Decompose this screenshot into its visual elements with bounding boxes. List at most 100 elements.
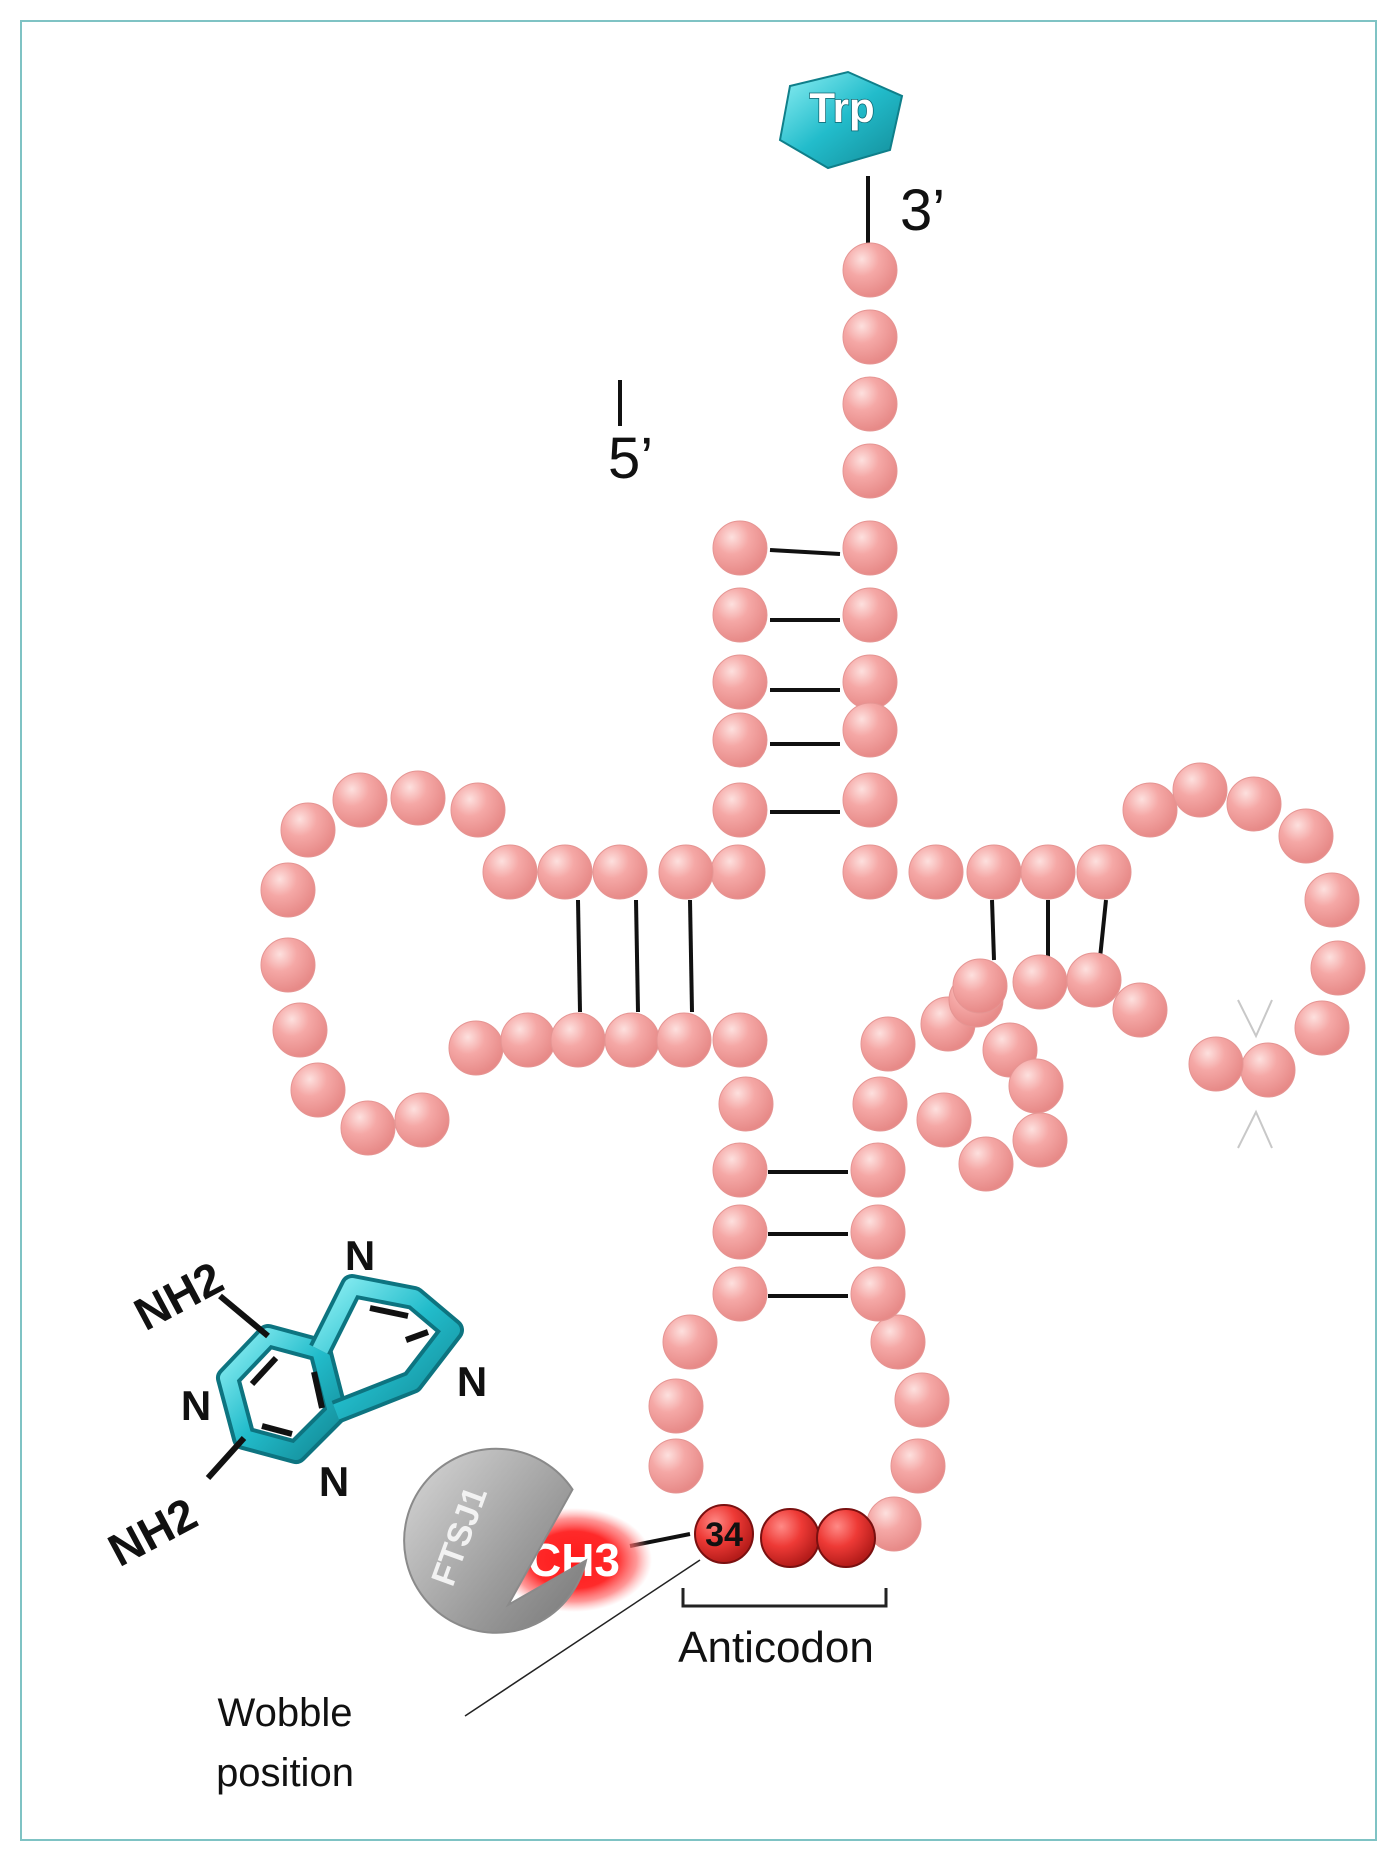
nucleotide-bead [1112, 982, 1168, 1038]
nucleotide-bead [450, 782, 506, 838]
nucleotide-bead [908, 844, 964, 900]
nucleotide-bead [1008, 1058, 1064, 1114]
nucleotide-bead [260, 937, 316, 993]
nucleotide-bead [1226, 776, 1282, 832]
nucleotide-bead [1066, 952, 1122, 1008]
nucleotide-bead [712, 520, 768, 576]
nucleotide-bead [1310, 940, 1366, 996]
nucleotide-bead [1278, 808, 1334, 864]
nucleotide-bead [958, 1136, 1014, 1192]
nucleotide-bead [712, 1266, 768, 1322]
nucleotide-bead [842, 772, 898, 828]
base-pair-line [576, 899, 582, 1013]
nucleotide-bead [280, 802, 336, 858]
nucleotide-bead [712, 654, 768, 710]
anticodon-nucleotides [694, 1504, 876, 1568]
n-top-label: N [345, 1232, 375, 1279]
nucleotide-bead [890, 1438, 946, 1494]
nucleotide-bead [712, 587, 768, 643]
nucleotide-bead [952, 958, 1008, 1014]
nucleotide-bead [1122, 782, 1178, 838]
nucleotide-bead [842, 844, 898, 900]
nucleotide-chain [260, 242, 1366, 1552]
nucleotide-bead [482, 844, 538, 900]
base-pair-line [688, 899, 694, 1013]
nucleotide-bead [1012, 954, 1068, 1010]
nucleotide-bead [1294, 1000, 1350, 1056]
n-bottom-label: N [319, 1458, 349, 1505]
figure-frame [20, 20, 1377, 1841]
nucleotide-bead [656, 1012, 712, 1068]
nucleotide-bead [842, 242, 898, 298]
nucleotide-bead [272, 1002, 328, 1058]
base-pair-line [634, 899, 640, 1013]
nucleotide-bead [648, 1378, 704, 1434]
nucleotide-bead [1172, 762, 1228, 818]
nucleotide-bead [718, 1076, 774, 1132]
nucleotide-bead [1012, 1112, 1068, 1168]
nucleotide-bead [1188, 1036, 1244, 1092]
nucleotide-bead [870, 1314, 926, 1370]
nucleotide-bead [850, 1266, 906, 1322]
nucleotide-bead [604, 1012, 660, 1068]
nucleotide-bead [332, 772, 388, 828]
nucleotide-bead [648, 1438, 704, 1494]
five-prime-label: 5’ [608, 426, 653, 491]
nucleotide-bead [712, 1142, 768, 1198]
nucleotide-bead [966, 844, 1022, 900]
nucleotide-bead [260, 862, 316, 918]
amino-acid-label: Trp [809, 84, 874, 131]
three-prime-label: 3’ [900, 178, 945, 243]
anticodon-label: Anticodon [678, 1623, 874, 1672]
nucleotide-bead [448, 1020, 504, 1076]
nucleotide-bead [842, 520, 898, 576]
nucleotide-bead [850, 1142, 906, 1198]
base-pair-line [990, 899, 996, 961]
base-pair-line [1098, 899, 1108, 959]
nucleotide-bead [860, 1016, 916, 1072]
nucleotide-bead [290, 1062, 346, 1118]
trp-amino-acid: Trp [778, 70, 904, 170]
n-left-label: N [181, 1382, 211, 1429]
wobble-pointer-line [464, 1559, 701, 1717]
nucleotide-bead [712, 1204, 768, 1260]
nucleotide-bead [850, 1204, 906, 1260]
nucleotide-bead [1076, 844, 1132, 900]
nucleotide-bead [842, 309, 898, 365]
wobble-label-line2: position [216, 1751, 354, 1795]
nucleotide-bead [340, 1100, 396, 1156]
nucleotide-bead [1304, 872, 1360, 928]
base-pair-line [769, 548, 841, 556]
nucleotide-bead [394, 1092, 450, 1148]
base-pair-lines [576, 176, 1108, 1298]
anticodon-bead [760, 1508, 820, 1568]
anticodon-bead [816, 1508, 876, 1568]
nucleotide-bead [1020, 844, 1076, 900]
nucleotide-bead [894, 1372, 950, 1428]
nucleotide-bead [500, 1012, 556, 1068]
nucleotide-bead [390, 770, 446, 826]
nucleotide-bead [712, 782, 768, 838]
amino-top-label: NH2 [126, 1251, 232, 1340]
wobble-label-line1: Wobble [218, 1691, 353, 1735]
nucleotide-bead [537, 844, 593, 900]
anticodon-bead [694, 1504, 754, 1564]
nucleotide-bead [842, 702, 898, 758]
nucleotide-bead [842, 587, 898, 643]
nucleotide-bead [662, 1314, 718, 1370]
nucleotide-bead [842, 376, 898, 432]
nucleotide-bead [842, 443, 898, 499]
nucleotide-bead [712, 712, 768, 768]
nucleotide-bead [658, 844, 714, 900]
nucleotide-bead [710, 844, 766, 900]
anticodon-bracket [681, 1588, 888, 1608]
nucleotide-bead [842, 654, 898, 710]
nucleotide-bead [1240, 1042, 1296, 1098]
n-right-label: N [457, 1358, 487, 1405]
nucleotide-bead [852, 1076, 908, 1132]
arrow-marks [1237, 999, 1273, 1149]
ftsj1-enzyme: FTSJ1 [403, 1447, 588, 1634]
nucleotide-bead [592, 844, 648, 900]
nucleotide-bead [712, 1012, 768, 1068]
